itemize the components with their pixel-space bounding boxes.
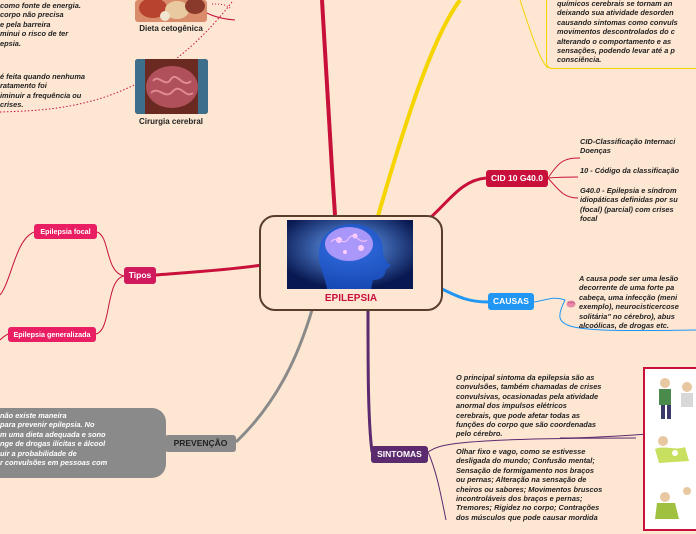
dieta-caption: Dieta cetogênica bbox=[139, 24, 203, 33]
brain-image bbox=[287, 220, 413, 289]
tipos-item-generalizada[interactable]: Epilepsia generalizada bbox=[8, 327, 96, 342]
sintomas-text-2: Olhar fixo e vago, como se estivesse des… bbox=[456, 447, 603, 522]
food-icon bbox=[139, 0, 205, 21]
cirurgia-caption: Cirurgia cerebral bbox=[138, 117, 204, 126]
seizure-illustration-icon bbox=[655, 378, 693, 519]
dieta-image bbox=[135, 0, 207, 22]
prevencao-text: não existe maneira para prevenir epileps… bbox=[0, 411, 108, 468]
definicao-text: químicos cerebrais se tornam an deixando… bbox=[557, 0, 678, 65]
brain-head-icon bbox=[287, 220, 413, 289]
cid-item-2: 10 - Código da classificação bbox=[580, 166, 679, 175]
definicao-box: químicos cerebrais se tornam an deixando… bbox=[546, 0, 696, 69]
central-node[interactable]: EPILEPSIA bbox=[259, 215, 443, 311]
prevencao-box: não existe maneira para prevenir epileps… bbox=[0, 408, 166, 478]
brain-icon bbox=[566, 295, 576, 308]
cid-item-1: CID-Classificação Internaci Doenças bbox=[580, 137, 676, 156]
central-title: EPILEPSIA bbox=[324, 293, 378, 304]
tipos-node[interactable]: Tipos bbox=[124, 267, 156, 284]
causas-text: A causa pode ser uma lesão decorrente de… bbox=[579, 274, 679, 331]
cirurgia-description: é feita quando nenhuma ratamento foi imi… bbox=[0, 72, 85, 110]
dieta-description: como fonte de energia. corpo não precisa… bbox=[0, 1, 81, 48]
sintomas-node[interactable]: SINTOMAS bbox=[371, 446, 428, 463]
brain-surgery-icon bbox=[135, 59, 208, 114]
cid-item-3: G40.0 - Epilepsia e síndrom idiopáticas … bbox=[580, 186, 678, 224]
cirurgia-image bbox=[135, 59, 208, 114]
connector-lines bbox=[0, 0, 696, 520]
sintomas-illustrations bbox=[643, 367, 696, 531]
cid-node[interactable]: CID 10 G40.0 bbox=[486, 170, 548, 187]
tipos-item-focal[interactable]: Epilepsia focal bbox=[34, 224, 97, 239]
causas-node[interactable]: CAUSAS bbox=[488, 293, 534, 310]
prevencao-node[interactable]: PREVENÇÃO bbox=[165, 435, 236, 452]
sintomas-text-1: O principal sintoma da epilepsia são as … bbox=[456, 373, 602, 439]
